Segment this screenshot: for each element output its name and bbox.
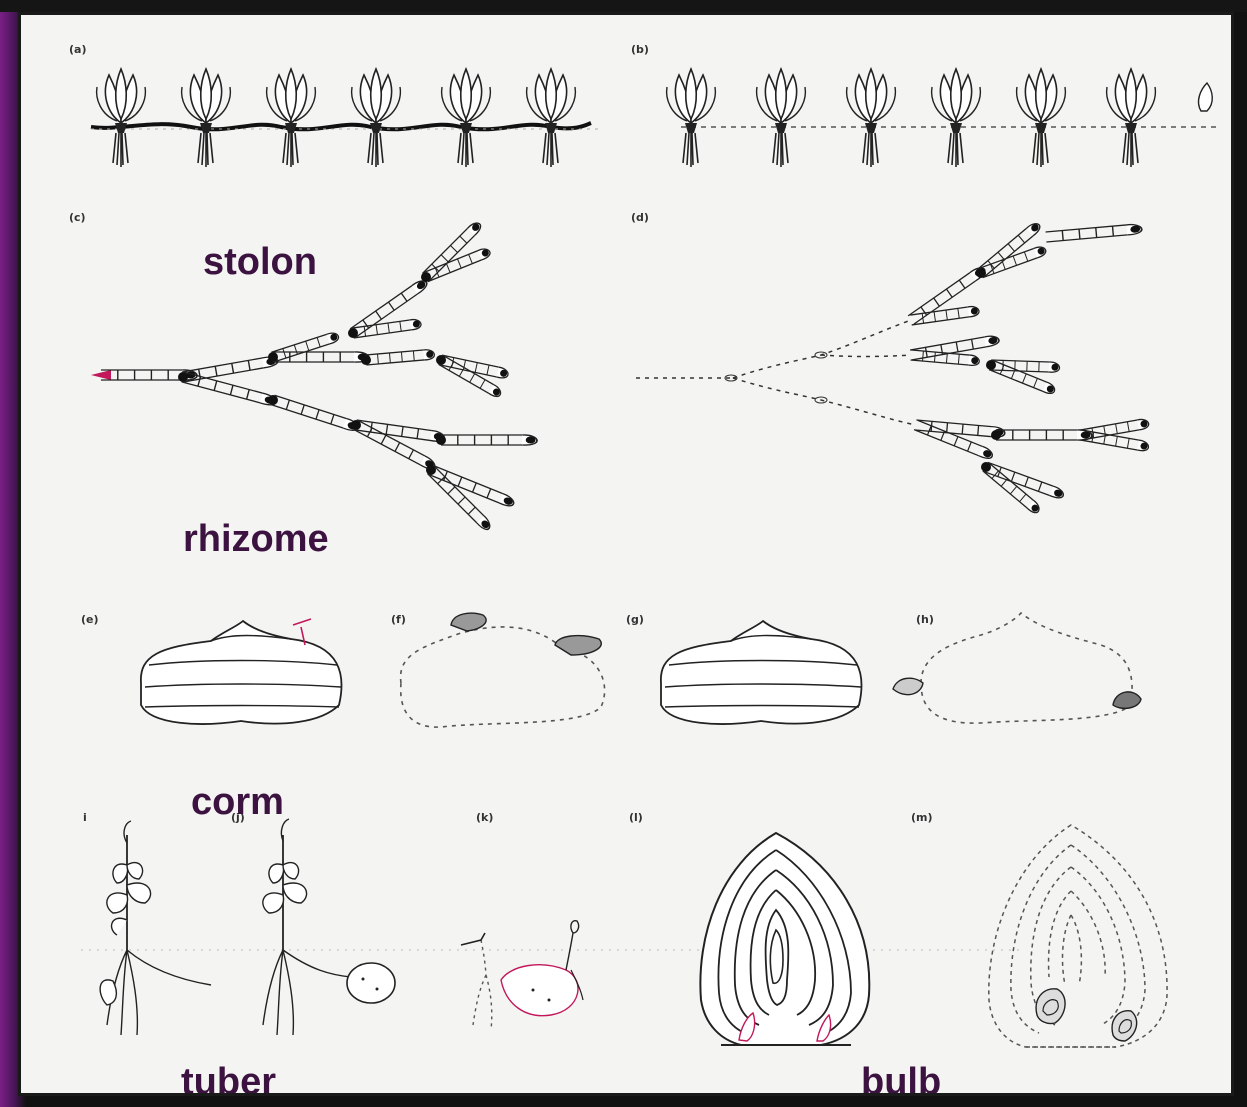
panel-label-i: i [83, 811, 87, 824]
panel-label-m: (m) [911, 811, 933, 824]
panel-label-d: (d) [631, 211, 649, 224]
panel-label-a: (a) [69, 43, 86, 56]
title-strip [0, 0, 1247, 12]
rhizome-label: rhizome [183, 520, 329, 558]
corm-whole-2 [661, 621, 862, 724]
panel-label-g: (g) [626, 613, 644, 626]
panel-label-e: (e) [81, 613, 99, 626]
panel-label-b: (b) [631, 43, 649, 56]
bulb-whole [700, 833, 869, 1045]
stolon-connected-plants [91, 69, 601, 167]
corm-severed-2 [893, 613, 1141, 723]
tuber-plant-2 [263, 819, 395, 1035]
stolon-label: stolon [203, 243, 317, 281]
bulb-severed [989, 825, 1167, 1047]
corm-severed [401, 613, 605, 727]
stolon-severed-plants [667, 69, 1221, 167]
rhizome-severed [636, 221, 1149, 515]
corm-whole [141, 619, 342, 724]
corm-label: corm [191, 783, 284, 821]
panel-label-c: (c) [69, 211, 86, 224]
diagram-canvas: (a) (b) (c) (d) (e) (f) (g) (h) i (j) (k… [18, 12, 1234, 1096]
panel-label-k: (k) [476, 811, 493, 824]
tuber-label: tuber [181, 1063, 276, 1096]
panel-label-l: (l) [629, 811, 643, 824]
tuber-plant-3 [461, 921, 583, 1030]
panel-label-f: (f) [391, 613, 406, 626]
panel-label-h: (h) [916, 613, 934, 626]
bulb-label: bulb [861, 1063, 941, 1096]
